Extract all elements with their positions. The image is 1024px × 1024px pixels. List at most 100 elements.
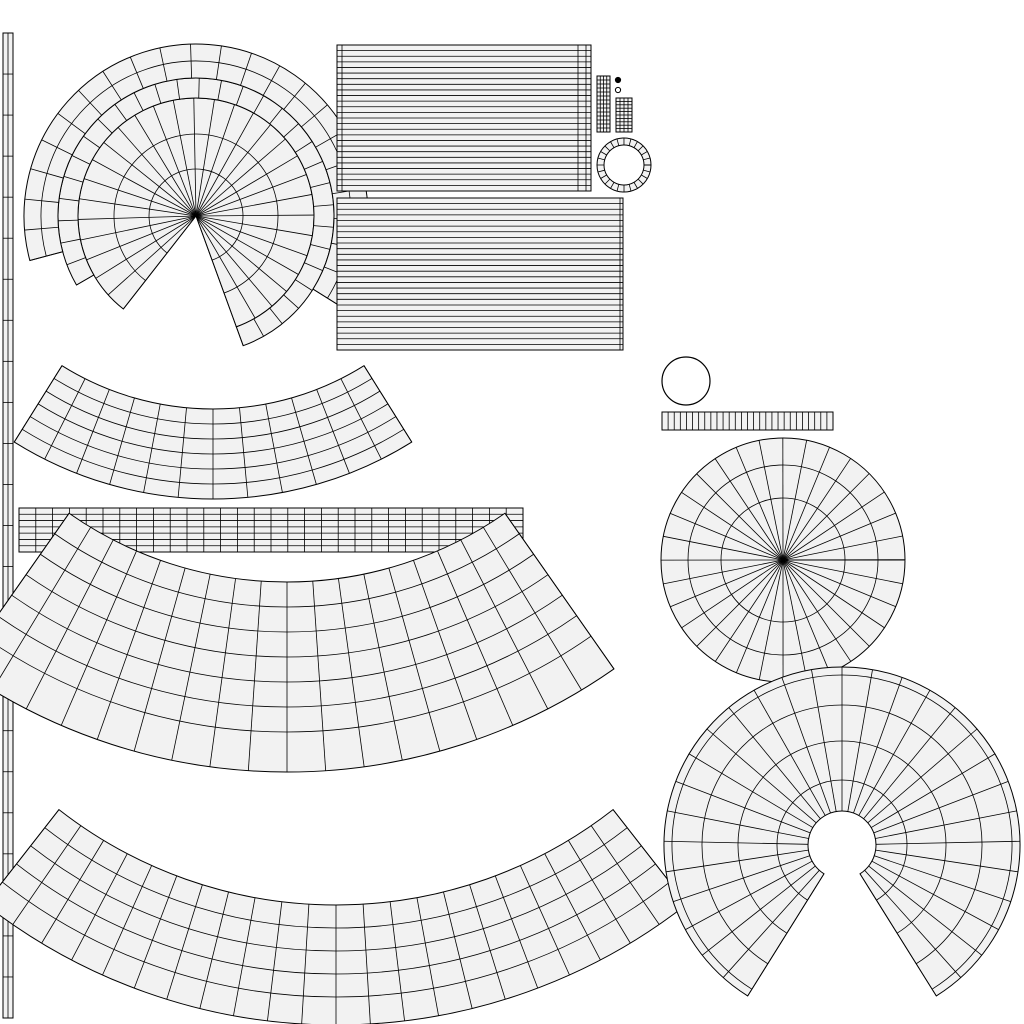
ring-island-edge bbox=[643, 157, 651, 161]
arc-band-1-island bbox=[13, 365, 413, 500]
spiral-disc-island-ring bbox=[113, 133, 279, 294]
arc-band-2-island-edge bbox=[312, 581, 327, 771]
spiral-disc-outer-band-edge bbox=[310, 182, 330, 188]
small-strip-b-island bbox=[615, 97, 633, 133]
ring-island-edge bbox=[633, 141, 638, 148]
spiral-disc-island-edge bbox=[195, 215, 273, 307]
round-disc-island-edge bbox=[782, 559, 896, 608]
ring-island-edge bbox=[641, 151, 648, 156]
arc-band-2-island-edge bbox=[413, 560, 478, 740]
round-disc-island-edge bbox=[736, 559, 784, 673]
spiral-disc-outer-band-edge bbox=[133, 92, 144, 111]
horseshoe-island-edge bbox=[667, 810, 809, 839]
arc-band-2-island-edge bbox=[25, 539, 114, 710]
spiral-disc-island-edge bbox=[193, 98, 197, 217]
horseshoe-island-edge bbox=[701, 865, 816, 956]
round-disc-island-edge bbox=[782, 535, 903, 561]
spiral-disc-outer-band-edge bbox=[313, 204, 334, 207]
arc-band-3-island-edge bbox=[133, 875, 178, 989]
spiral-disc-island-edge bbox=[195, 99, 215, 217]
arc-band-2-island-edge bbox=[338, 578, 365, 767]
spiral-disc-island-edge bbox=[195, 124, 271, 217]
arc-band-2-island-edge bbox=[388, 567, 441, 752]
arc-band-2-island bbox=[0, 512, 615, 773]
spiral-disc-outer-band-edge bbox=[283, 123, 299, 138]
ring-island-edge bbox=[597, 157, 605, 161]
round-disc-island-edge bbox=[714, 458, 784, 561]
spiral-disc-island-edge bbox=[195, 215, 308, 257]
round-disc-island-edge bbox=[714, 559, 784, 662]
spiral-disc-island-edge bbox=[103, 142, 197, 217]
horseshoe-island-outline bbox=[663, 666, 1021, 997]
round-disc-island-edge bbox=[670, 513, 784, 561]
horseshoe-island-edge bbox=[675, 781, 811, 834]
arc-band-3-island-edge bbox=[590, 825, 660, 925]
arc-band-2-island-edge bbox=[483, 527, 582, 691]
spiral-disc-island-edge bbox=[83, 178, 197, 217]
horseshoe-island-edge bbox=[747, 873, 825, 997]
arc-band-1-island-ring bbox=[45, 390, 381, 440]
arc-band-3-island-edge bbox=[199, 891, 229, 1009]
spiral-disc-island-edge bbox=[134, 114, 197, 217]
ring-island-edge bbox=[604, 145, 611, 152]
arc-band-2-island-ring bbox=[40, 553, 534, 633]
ring-island-edge bbox=[600, 174, 607, 179]
arc-band-3-island-edge bbox=[102, 865, 153, 976]
spiral-disc-island-edge bbox=[195, 112, 254, 217]
spiral-disc-island-edge bbox=[195, 194, 313, 217]
ring-island-edge bbox=[600, 151, 607, 156]
horseshoe-island-edge bbox=[871, 860, 999, 931]
ring-island-edge bbox=[643, 169, 651, 173]
arc-band-3-island-ring bbox=[30, 845, 642, 952]
spiral-disc-island-edge bbox=[195, 138, 286, 217]
ring-island-edge bbox=[597, 169, 605, 173]
ring-island-edge bbox=[610, 182, 615, 189]
horseshoe-island-edge bbox=[875, 840, 1020, 845]
arc-band-3-island-edge bbox=[12, 825, 82, 925]
arc-band-3-island-edge bbox=[41, 840, 104, 944]
spiral-disc-island-edge bbox=[195, 104, 235, 217]
horseshoe-island-edge bbox=[853, 677, 903, 814]
round-disc-island-edge bbox=[782, 440, 808, 561]
spiral-disc-outer-band-edge bbox=[235, 86, 244, 106]
spiral-disc-outer-band-edge bbox=[304, 262, 323, 272]
horseshoe-island-edge bbox=[706, 728, 817, 824]
horseshoe-island-edge bbox=[864, 870, 962, 978]
arc-band-2-island-edge bbox=[60, 550, 137, 726]
ring-island-edge bbox=[628, 184, 632, 192]
arc-band-3-island-ring bbox=[44, 827, 628, 929]
spiral-disc-outer-band-edge bbox=[60, 238, 81, 244]
round-disc-island-ring bbox=[687, 464, 879, 656]
curved-strip-island bbox=[661, 411, 834, 431]
arc-band-3-island-edge bbox=[389, 901, 405, 1021]
spiral-disc-island-edge bbox=[152, 105, 197, 217]
spiral-disc-island-edge bbox=[195, 215, 237, 328]
arc-band-2-island-edge bbox=[247, 581, 262, 771]
spiral-disc-island-edge bbox=[79, 198, 197, 217]
horseshoe-island-edge bbox=[868, 865, 983, 956]
round-disc-island-edge bbox=[782, 559, 870, 647]
arc-band-1-island-ring bbox=[22, 428, 404, 485]
spiral-disc-outer-band-edge bbox=[83, 135, 100, 149]
spiral-disc-outer-band-edge bbox=[114, 104, 127, 121]
round-disc-island-edge bbox=[782, 559, 903, 585]
round-disc-island bbox=[660, 437, 906, 683]
horseshoe-island-edge bbox=[858, 690, 931, 816]
arc-band-3-island-edge bbox=[568, 840, 631, 944]
horseshoe-island-edge bbox=[685, 860, 813, 931]
spiral-disc-island-edge bbox=[95, 215, 197, 279]
small-circle-island bbox=[661, 356, 711, 406]
spiral-disc-island-edge bbox=[172, 100, 197, 217]
arc-band-3-island-ring bbox=[16, 863, 656, 975]
spiral-disc-island-edge bbox=[107, 215, 197, 296]
left-strip-island bbox=[2, 32, 14, 1019]
ring-island-edge bbox=[637, 145, 644, 152]
horseshoe-island-edge bbox=[875, 810, 1017, 839]
arc-band-2-island-edge bbox=[171, 574, 211, 761]
arc-band-2-island-edge bbox=[0, 527, 91, 679]
spiral-disc-island-edge bbox=[195, 214, 314, 217]
arc-band-3-island-edge bbox=[494, 875, 539, 989]
ring-island bbox=[596, 137, 652, 193]
arc-band-2-island-edge bbox=[0, 513, 70, 613]
round-disc-island-edge bbox=[663, 535, 784, 561]
